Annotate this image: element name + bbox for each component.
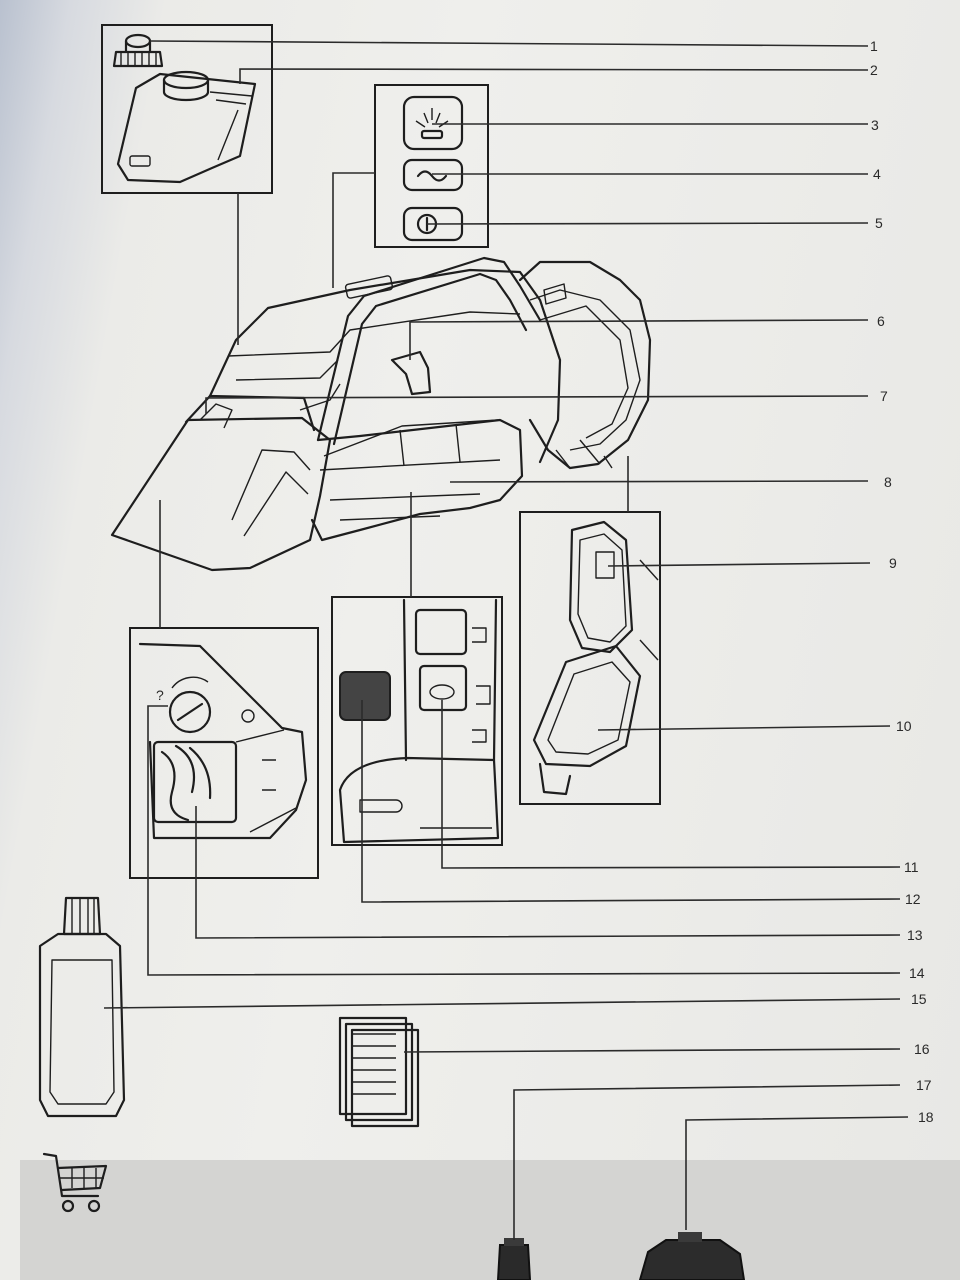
callout-11: 11 — [904, 859, 919, 875]
callout-8: 8 — [884, 474, 892, 490]
tank-detail-box — [101, 24, 273, 194]
callout-17: 17 — [916, 1077, 932, 1093]
filter-sponge — [339, 671, 391, 721]
shopping-cart-icon — [42, 1152, 108, 1213]
callout-7: 7 — [880, 388, 888, 404]
callout-2: 2 — [870, 62, 878, 78]
callout-6: 6 — [877, 313, 885, 329]
svg-text:?: ? — [156, 687, 164, 703]
callout-14: 14 — [909, 965, 925, 981]
document-stack-icon — [338, 1016, 420, 1128]
callout-16: 16 — [914, 1041, 930, 1057]
callout-13: 13 — [907, 927, 923, 943]
bottom-band — [20, 1160, 960, 1280]
battery-detail-box — [519, 511, 661, 805]
callout-labels: 1 2 3 4 5 6 7 8 9 10 11 12 13 14 15 16 1… — [870, 38, 934, 1125]
accessory-17 — [496, 1238, 532, 1280]
filter-detail-box — [331, 596, 503, 846]
callout-3: 3 — [871, 117, 879, 133]
connector-lines — [159, 172, 629, 628]
callout-4: 4 — [873, 166, 881, 182]
main-unit — [110, 256, 652, 572]
detergent-bottle — [38, 896, 126, 1118]
control-buttons-box — [374, 84, 489, 248]
callout-10: 10 — [896, 718, 912, 734]
callout-5: 5 — [875, 215, 883, 231]
callout-9: 9 — [889, 555, 897, 571]
spray-button-icon — [415, 108, 449, 140]
wave-button-icon — [416, 170, 448, 182]
nozzle-detail-box: ? — [129, 627, 319, 879]
accessory-18 — [638, 1232, 746, 1280]
callout-18: 18 — [918, 1109, 934, 1125]
callout-1: 1 — [870, 38, 878, 54]
callout-15: 15 — [911, 991, 927, 1007]
callout-12: 12 — [905, 891, 921, 907]
leader-lines — [103, 40, 909, 1240]
